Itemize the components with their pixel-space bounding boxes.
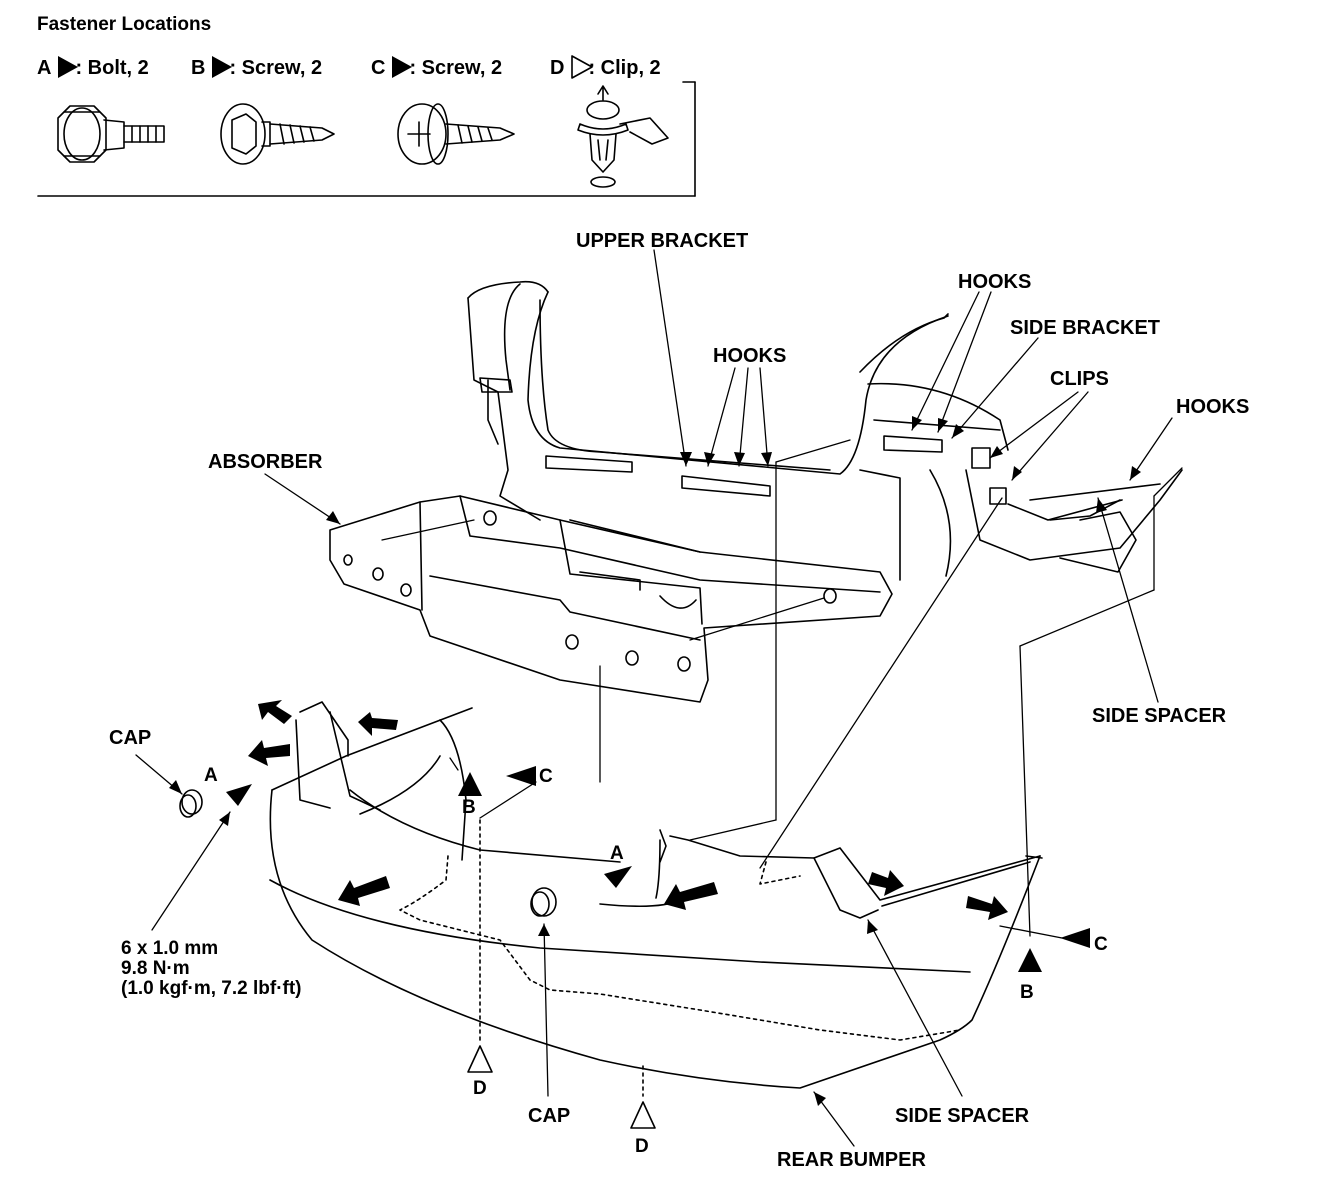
hidden-lines — [399, 819, 961, 1097]
hooks-center-label: HOOKS — [713, 345, 787, 367]
cap-center-label: CAP — [528, 1105, 571, 1127]
fastener-locations-title: Fastener Locations — [37, 14, 212, 35]
legend-triangles — [58, 55, 593, 79]
legend-letter-b: B — [191, 57, 206, 79]
rear-bumper-outline — [179, 701, 1043, 1089]
hooks-far-right-label: HOOKS — [1176, 396, 1250, 418]
side-bracket-label: SIDE BRACKET — [1010, 317, 1161, 339]
legend-text-b: : Screw, 2 — [229, 57, 323, 79]
fastener-triangles — [226, 766, 1090, 972]
upper-bracket-label: UPPER BRACKET — [576, 230, 749, 252]
legend-item-d: D : Clip, 2 — [550, 58, 661, 78]
clip-triangles — [467, 1045, 656, 1129]
marker-d-left: D — [473, 1078, 487, 1099]
screw-icon-b — [220, 103, 335, 165]
legend-text-a: : Bolt, 2 — [75, 57, 149, 79]
cap-left-label: CAP — [109, 727, 152, 749]
legend-letter-a: A — [37, 57, 52, 79]
marker-b-right: B — [1020, 982, 1034, 1003]
marker-a-center: A — [610, 843, 624, 864]
bolt-icon — [57, 105, 165, 163]
side-spacer-right-label: SIDE SPACER — [1092, 705, 1227, 727]
torque-alt: (1.0 kgf·m, 7.2 lbf·ft) — [121, 978, 302, 999]
legend-text-d: : Clip, 2 — [588, 57, 661, 79]
hooks-top-right-label: HOOKS — [958, 271, 1032, 293]
legend-item-c: C : Screw, 2 — [371, 58, 502, 78]
legend-letter-d: D — [550, 57, 565, 79]
legend-frame — [37, 81, 696, 197]
marker-b-left: B — [462, 797, 476, 818]
torque-size: 6 x 1.0 mm — [121, 938, 219, 959]
marker-c-right: C — [1094, 934, 1108, 955]
legend-item-a: A : Bolt, 2 — [37, 58, 149, 78]
legend-item-b: B : Screw, 2 — [191, 58, 322, 78]
screw-icon-c — [397, 103, 515, 165]
marker-d-center: D — [635, 1136, 649, 1157]
marker-a-left: A — [204, 765, 218, 786]
rear-bumper-label: REAR BUMPER — [777, 1149, 926, 1171]
direction-arrows — [248, 700, 1008, 920]
absorber-outline — [329, 495, 893, 703]
marker-c-left: C — [539, 766, 553, 787]
clips-label: CLIPS — [1050, 368, 1109, 390]
clip-icon — [577, 85, 669, 188]
absorber-label: ABSORBER — [208, 451, 323, 473]
body-outline — [467, 280, 1183, 581]
torque-spec: 6 x 1.0 mm 9.8 N·m (1.0 kgf·m, 7.2 lbf·f… — [121, 939, 302, 999]
legend-letter-c: C — [371, 57, 386, 79]
legend-text-c: : Screw, 2 — [409, 57, 503, 79]
torque-nm: 9.8 N·m — [121, 958, 190, 979]
side-spacer-bottom-label: SIDE SPACER — [895, 1105, 1030, 1127]
arrowheads — [169, 416, 1141, 1106]
leader-lines — [135, 249, 1183, 1147]
